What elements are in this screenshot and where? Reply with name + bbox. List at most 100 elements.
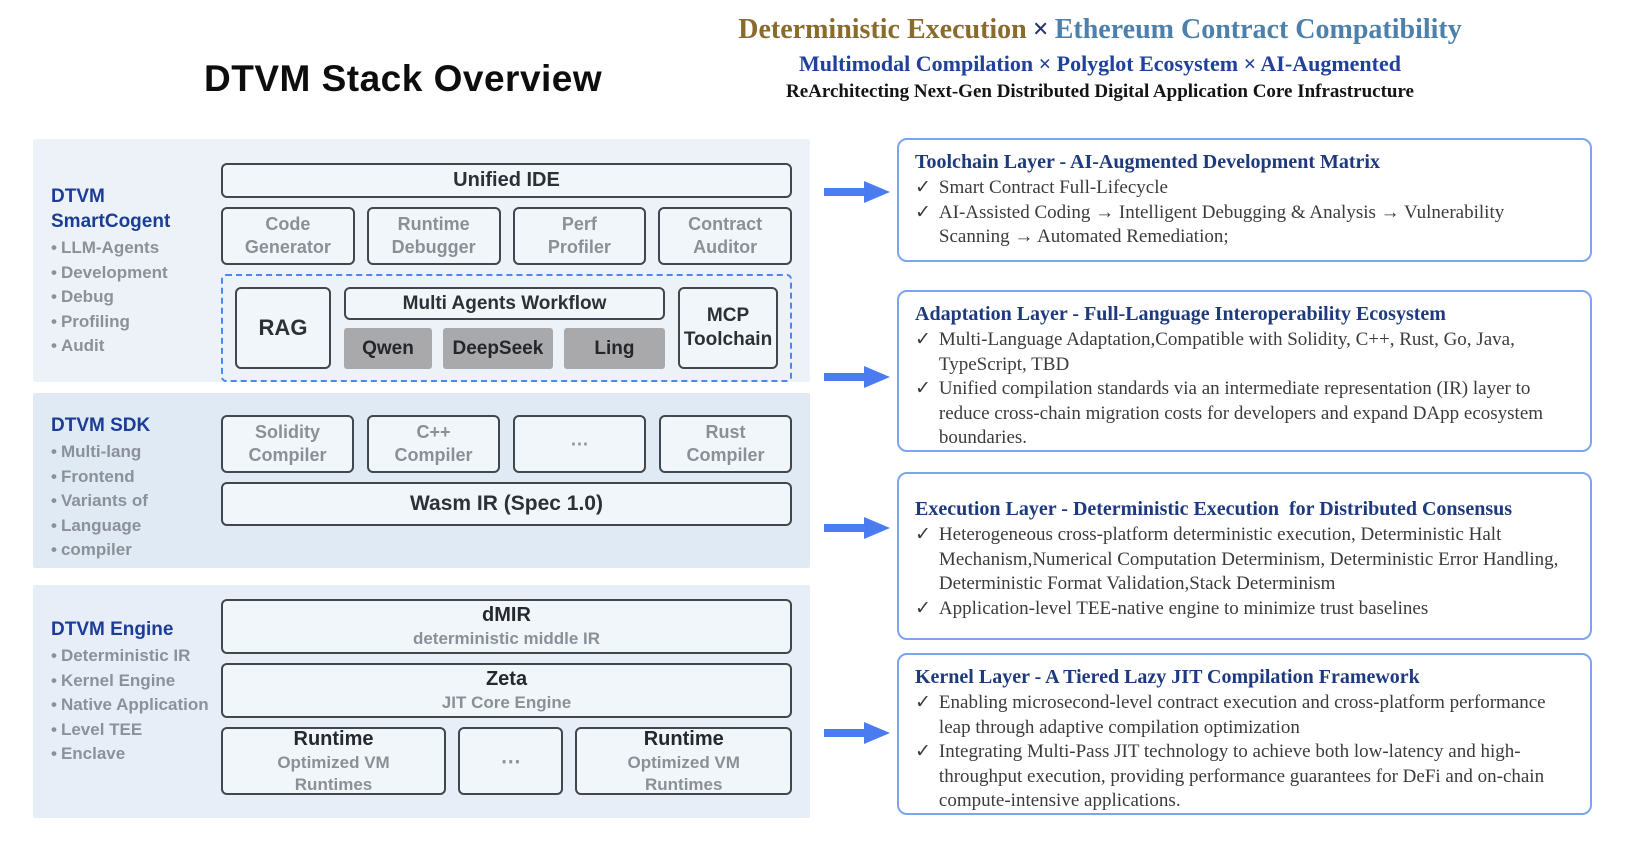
sidebar-bullet: •Kernel Engine [51,669,213,694]
sidebar-bullet: •Native Application [51,693,213,718]
compiler-row: Solidity Compiler C++ Compiler ⋯ Rust Co… [221,415,792,473]
bullet-icon: • [51,670,57,690]
box-wasm-ir: Wasm IR (Spec 1.0) [221,482,792,526]
bullet-icon: • [51,238,57,257]
sidebar-bullet: •Frontend [51,465,213,490]
bullet-icon: • [51,540,57,559]
bullet-icon: • [51,287,57,306]
sidebar-bullet: •Development [51,261,213,286]
panel-title: Adaptation Layer - Full-Language Interop… [915,303,1446,325]
box-perf-profiler: Perf Profiler [512,207,647,266]
agents-dashed-group: RAG Multi Agents Workflow Qwen DeepSeek … [221,274,792,382]
tool-row: Code Generator Runtime Debugger Perf Pro… [221,207,792,266]
check-icon: ✓ [915,524,931,545]
panel-title: Kernel Layer - A Tiered Lazy JIT Compila… [915,666,1420,688]
header-line1-right: Ethereum Contract Compatibility [1054,14,1462,45]
arrow-right-icon [824,722,890,744]
arrow-right-icon [824,366,890,388]
header-line1: Deterministic Execution×Ethereum Contrac… [600,14,1600,46]
arrow-right-icon [824,517,890,539]
sidebar-bullet: •LLM-Agents [51,236,213,261]
box-dmir-subtitle: deterministic middle IR [412,629,601,648]
bullet-icon: • [51,466,57,486]
panel-execution-layer: Execution Layer - Deterministic Executio… [897,472,1592,640]
bullet-icon: • [51,311,57,331]
check-icon: ✓ [915,177,931,198]
page-title: DTVM Stack Overview [204,58,603,99]
sidebar-bullet: •Audit [51,334,213,359]
section-engine-boxes: dMIR deterministic middle IR Zeta JIT Co… [213,585,810,818]
panel-adaptation-layer: Adaptation Layer - Full-Language Interop… [897,290,1592,452]
box-runtime-ellipsis: ⋯ [458,727,564,795]
box-unified-ide: Unified IDE [221,163,792,199]
box-mcp-toolchain: MCP Toolchain [678,287,778,369]
section-engine-sidebar: DTVM Engine •Deterministic IR •Kernel En… [33,585,213,818]
bullet-icon: • [51,744,57,763]
chip-deepseek: DeepSeek [442,328,553,369]
bullet-icon: • [51,646,57,665]
section-smartcogent-boxes: Unified IDE Code Generator Runtime Debug… [213,139,810,382]
box-runtime-debugger: Runtime Debugger [366,207,501,266]
panel-item: ✓Integrating Multi-Pass JIT technology t… [915,740,1574,814]
model-chips-row: Qwen DeepSeek Ling [344,328,665,369]
box-solidity-compiler: Solidity Compiler [221,415,354,473]
sidebar-bullet: •Language [51,514,213,539]
runtime-row: Runtime Optimized VM Runtimes ⋯ Runtime … [221,727,792,795]
box-ellipsis: ⋯ [513,415,646,473]
section-heading: DTVM SmartCogent [51,186,171,232]
agents-middle-column: Multi Agents Workflow Qwen DeepSeek Ling [344,287,665,369]
check-icon: ✓ [915,597,931,619]
box-multi-agents-workflow: Multi Agents Workflow [344,287,665,321]
chip-qwen: Qwen [344,328,432,369]
check-icon: ✓ [915,378,931,399]
panel-item: ✓Unified compilation standards via an in… [915,377,1574,451]
box-runtime-left: Runtime Optimized VM Runtimes [221,727,447,795]
section-smartcogent-sidebar: DTVM SmartCogent •LLM-Agents •Developmen… [33,139,213,382]
box-zeta-subtitle: JIT Core Engine [441,693,572,712]
section-engine: DTVM Engine •Deterministic IR •Kernel En… [33,585,810,818]
sidebar-bullet: •Profiling [51,310,213,335]
header-times-icon: × [1032,14,1049,45]
panel-item: ✓Multi-Language Adaptation,Compatible wi… [915,328,1574,377]
header-line2: Multimodal Compilation × Polyglot Ecosys… [799,51,1401,76]
header-line1-left: Deterministic Execution [738,14,1027,45]
check-icon: ✓ [915,692,931,713]
sidebar-bullet: •Level TEE [51,718,213,743]
box-rust-compiler: Rust Compiler [659,415,792,473]
panel-kernel-layer: Kernel Layer - A Tiered Lazy JIT Compila… [897,653,1592,815]
panel-item: ✓AI-Assisted Coding → Intelligent Debugg… [915,201,1574,250]
panel-title: Execution Layer - Deterministic Executio… [915,498,1513,520]
bullet-icon: • [51,336,57,355]
check-icon: ✓ [915,329,931,350]
panel-item: ✓Smart Contract Full-Lifecycle [915,176,1574,201]
bullet-icon: • [51,695,57,714]
sidebar-bullet: •Debug [51,285,213,310]
bullet-icon: • [51,491,57,510]
box-zeta: Zeta JIT Core Engine [221,663,792,718]
panel-toolchain-layer: Toolchain Layer - AI-Augmented Developme… [897,138,1592,262]
box-zeta-title: Zeta [485,668,528,690]
header-taglines: Deterministic Execution×Ethereum Contrac… [600,14,1600,103]
section-sdk: DTVM SDK •Multi-lang •Frontend •Variants… [33,393,810,568]
bullet-icon: • [51,442,57,461]
bullet-icon: • [51,719,57,739]
panel-item: ✓Application-level TEE-native engine to … [915,597,1574,622]
sidebar-bullet: •Variants of [51,489,213,514]
box-contract-auditor: Contract Auditor [658,207,792,266]
sidebar-bullet: •compiler [51,538,213,563]
section-heading: DTVM Engine [51,619,174,640]
bullet-icon: • [51,262,57,282]
section-smartcogent: DTVM SmartCogent •LLM-Agents •Developmen… [33,139,810,382]
chip-ling: Ling [563,328,665,369]
check-icon: ✓ [915,201,931,223]
box-dmir-title: dMIR [482,604,531,626]
bullet-icon: • [51,515,57,535]
section-heading: DTVM SDK [51,415,151,436]
check-icon: ✓ [915,741,931,762]
panel-item: ✓Heterogeneous cross-platform determinis… [915,523,1574,597]
panel-item: ✓Enabling microsecond-level contract exe… [915,691,1574,740]
sidebar-bullet: •Deterministic IR [51,644,213,669]
arrow-right-icon [824,181,890,203]
section-sdk-boxes: Solidity Compiler C++ Compiler ⋯ Rust Co… [213,393,810,568]
